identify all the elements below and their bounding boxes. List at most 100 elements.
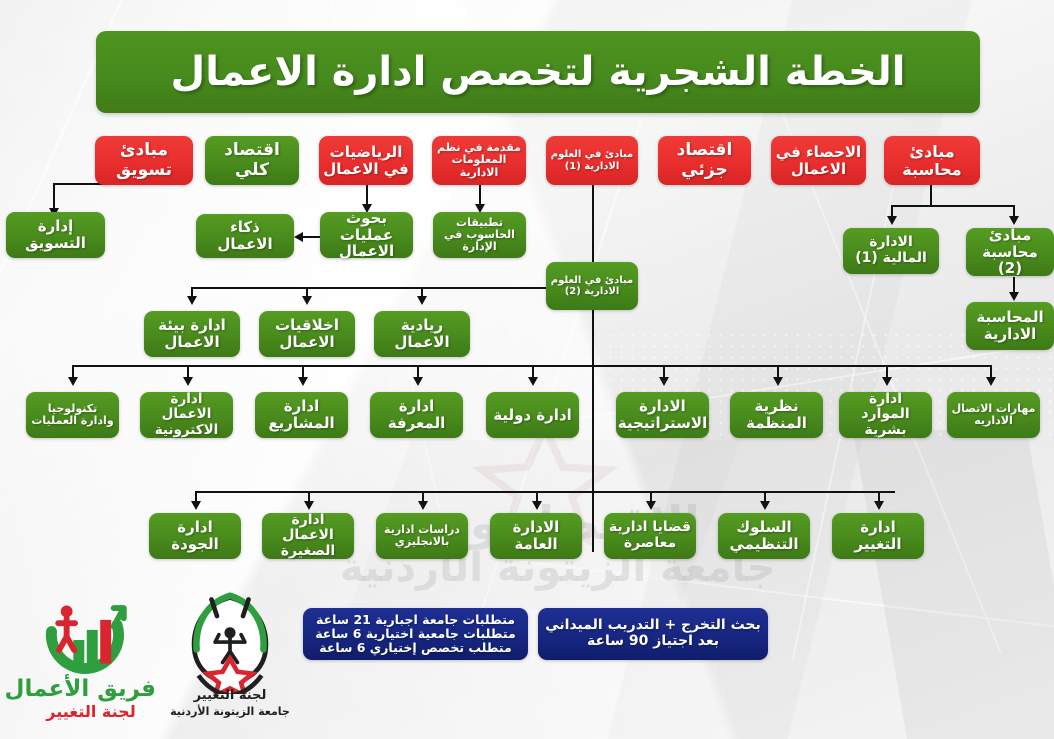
logo-business-team-title: فريق الأعمال (4, 676, 156, 702)
arrow-down-icon (528, 377, 538, 386)
connector (878, 491, 880, 505)
connector (421, 287, 423, 300)
business-team-logo-icon (45, 605, 127, 674)
connector (302, 365, 304, 381)
course-node-r5c4[interactable]: الادارة العامة (490, 513, 582, 559)
course-node-r4c5[interactable]: ادارة دولية (486, 392, 579, 438)
arrow-down-icon (760, 501, 770, 510)
course-node-r2c6[interactable]: الادارة المالية (1) (843, 228, 939, 274)
arrow-down-icon (773, 377, 783, 386)
connector (422, 491, 424, 505)
course-node-r3c2[interactable]: اخلاقيات الاعمال (259, 311, 355, 357)
connector-spine (592, 300, 594, 552)
logo-business-team-subtitle: لجنة التغيير (46, 702, 136, 721)
connector (650, 491, 652, 505)
connector (891, 205, 893, 219)
course-node-r3c3[interactable]: ريادية الاعمال (374, 311, 470, 357)
course-node-r5c1[interactable]: ادارة الجودة (149, 513, 241, 559)
connector (366, 185, 368, 207)
connector (195, 491, 197, 505)
arrow-down-icon (475, 204, 485, 213)
arrow-down-icon (362, 204, 372, 213)
arrow-down-icon (413, 377, 423, 386)
arrow-down-icon (191, 501, 201, 510)
course-node-r5c6[interactable]: السلوك التنظيمي (718, 513, 810, 559)
course-node-r5c7[interactable]: ادارة التغيير (832, 513, 924, 559)
course-node-r1c8[interactable]: مبادئ محاسبة (884, 136, 980, 185)
course-node-r5c3[interactable]: دراسات ادارية بالانجليزي (376, 513, 468, 559)
connector (886, 365, 888, 381)
course-node-r3c1[interactable]: ادارة بيئة الاعمال (144, 311, 240, 357)
page-title-text: الخطة الشجرية لتخصص ادارة الاعمال (170, 49, 906, 95)
connector (891, 205, 1014, 207)
arrow-left-icon (294, 232, 303, 242)
course-node-r1c1[interactable]: مبادئ تسويق (95, 136, 193, 185)
connector (300, 236, 324, 238)
course-node-r1c3[interactable]: الرياضيات في الاعمال (319, 136, 413, 185)
connector (777, 365, 779, 381)
arrow-down-icon (532, 501, 542, 510)
course-node-r1c6[interactable]: اقتصاد جزئي (658, 136, 751, 185)
logo-university: لجنة التغيير جامعة الزيتونة الأردنية (170, 592, 290, 732)
course-node-r4c8[interactable]: ادارة الموارد بشرية (839, 391, 932, 438)
connector (663, 365, 665, 381)
course-node-r1c4[interactable]: مقدمة في نظم المعلومات الادارية (432, 136, 526, 185)
arrow-down-icon (1009, 216, 1019, 225)
note-graduation[interactable]: بحث التخرج + التدريب الميداني بعد اجتياز… (538, 608, 768, 660)
course-node-r4c4[interactable]: ادارة المعرفة (370, 392, 463, 438)
university-crest-icon (191, 592, 269, 701)
logo-university-title: لجنة التغيير (193, 688, 267, 703)
note-requirements-line1: متطلبات جامعة اجبارية 21 ساعة (315, 612, 516, 627)
course-node-r4c6[interactable]: الادارة الاستراتيجية (616, 392, 709, 438)
connector (532, 365, 534, 381)
connector (990, 365, 992, 381)
arrow-down-icon (659, 377, 669, 386)
connector (72, 365, 74, 381)
arrow-down-icon (304, 501, 314, 510)
arrow-down-icon (986, 377, 996, 386)
arrow-down-icon (298, 377, 308, 386)
arrow-down-icon (887, 216, 897, 225)
course-node-r4c1[interactable]: تكنولوجيا وادارة العمليات (26, 392, 119, 438)
note-requirements-line2: متطلبات جامعية اختيارية 6 ساعة (315, 626, 516, 641)
course-node-r4c9[interactable]: مهارات الاتصال الاداريه (947, 392, 1040, 438)
connector (417, 365, 419, 381)
note-graduation-line2: بعد اجتياز 90 ساعة (586, 633, 720, 649)
course-node-r2c1[interactable]: إدارة التسويق (6, 212, 105, 258)
course-node-r2c4[interactable]: تطبيقات الحاسوب في الإدارة (433, 212, 526, 258)
arrow-down-icon (183, 377, 193, 386)
arrow-down-icon (418, 501, 428, 510)
course-node-r4c3[interactable]: ادارة المشاريع (255, 392, 348, 438)
arrow-down-icon (302, 296, 312, 305)
page-title: الخطة الشجرية لتخصص ادارة الاعمال (96, 31, 980, 113)
logo-business-team: فريق الأعمال لجنة التغيير (4, 598, 156, 728)
connector-bus-row5 (195, 491, 895, 493)
course-node-r4c7[interactable]: نظرية المنظمة (730, 392, 823, 438)
connector-spine (592, 185, 594, 262)
connector (764, 491, 766, 505)
course-node-r1c2[interactable]: اقتصاد كلي (205, 136, 299, 185)
arrow-down-icon (874, 501, 884, 510)
course-node-r1c5[interactable]: مبادئ في العلوم الادارية (1) (546, 136, 638, 185)
course-node-r2c2[interactable]: ذكاء الاعمال (196, 214, 294, 258)
connector-bus-row3 (191, 287, 592, 289)
course-node-r5c2[interactable]: ادارة الاعمال الصغيرة (262, 512, 354, 559)
course-node-r2c8[interactable]: المحاسبة الادارية (966, 302, 1054, 350)
connector (187, 365, 189, 381)
arrow-down-icon (68, 377, 78, 386)
note-requirements[interactable]: متطلبات جامعة اجبارية 21 ساعة متطلبات جا… (303, 608, 528, 660)
course-node-r2c3[interactable]: بحوث عمليات الاعمال (320, 209, 413, 260)
connector (479, 185, 481, 207)
connector (306, 287, 308, 300)
connector (53, 183, 55, 212)
course-node-r2c5[interactable]: مبادئ في العلوم الادارية (2) (546, 262, 638, 310)
arrow-down-icon (1009, 292, 1019, 301)
arrow-down-icon (187, 296, 197, 305)
course-node-r4c2[interactable]: ادارة الاعمال الاكترونية (140, 392, 233, 438)
connector (1013, 277, 1015, 295)
course-node-r1c7[interactable]: الاحصاء في الاعمال (771, 136, 866, 185)
connector (191, 287, 193, 300)
course-node-r2c7[interactable]: مبادئ محاسبة (2) (966, 226, 1054, 277)
course-node-r5c5[interactable]: قضايا ادارية معاصرة (604, 513, 696, 559)
